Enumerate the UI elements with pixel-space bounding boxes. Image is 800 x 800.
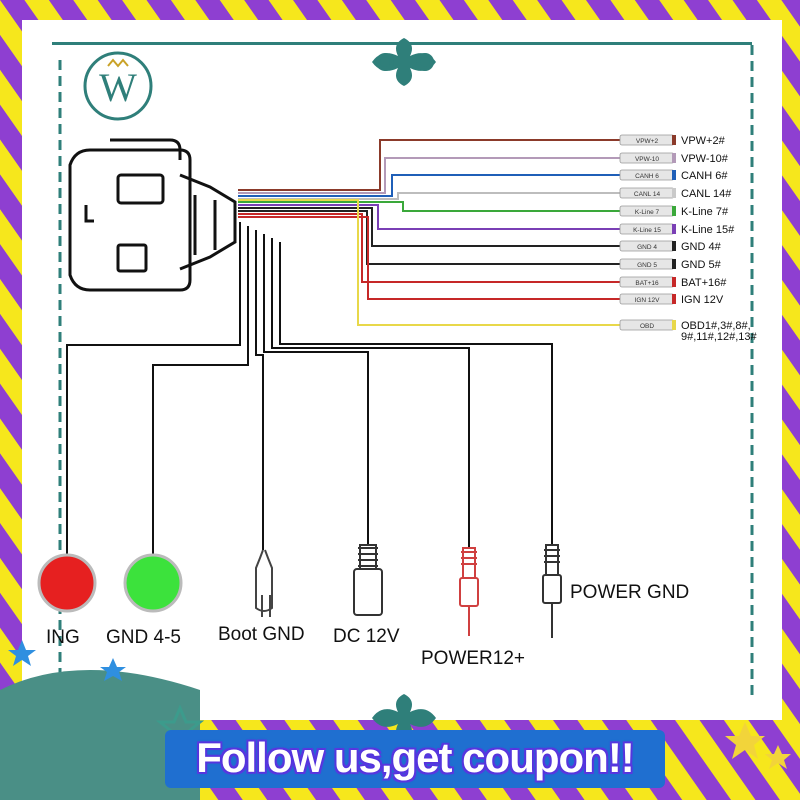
pin-label-text: GND 4# [681,241,722,253]
connector-label-ing: ING [46,627,80,648]
wire-color-swatch [672,320,676,330]
dc-12v-jack [353,544,383,616]
wire [152,226,249,555]
bottom-ornament [372,694,436,742]
pin-label-text: BAT+16# [681,277,727,289]
pin-tag-text: IGN 12V [635,297,661,304]
coupon-banner-text: Follow us,get coupon!! [196,734,635,781]
wire [255,230,264,550]
top-ornament [372,38,436,86]
logo: W [83,51,153,121]
pin-label-text: GND 5# [681,259,722,271]
pin-label-row: K-Line 7 K-Line 7# [619,205,729,218]
wire [238,174,620,197]
wire-color-swatch [672,206,676,216]
pin-label-row: IGN 12V IGN 12V [619,293,724,306]
connector-label-gnd-4-5: GND 4-5 [106,627,181,648]
pin-label-text: VPW-10# [681,153,729,165]
wire [238,199,620,326]
wire-color-swatch [672,135,676,145]
wire [238,207,620,247]
wire-color-swatch [672,277,676,287]
pin-label-row: BAT+16 BAT+16# [619,276,727,289]
wire-color-swatch [672,259,676,269]
pin-label-text: CANL 14# [681,188,732,200]
pin-label-text: CANH 6# [681,170,728,182]
wire-color-swatch [672,188,676,198]
pin-tag-text: K-Line 7 [635,209,660,216]
connector-label-power12-plus: POWER12+ [421,648,525,669]
wire [279,242,553,545]
pin-label-row: CANL 14 CANL 14# [619,187,732,200]
pin-label-row: GND 5 GND 5# [619,258,722,271]
pin-label-text: K-Line 7# [681,206,729,218]
gnd-4-5-connector-indicator [123,553,183,613]
pin-label-text-line2: 9#,11#,12#,13# [681,331,758,343]
logo-letter: W [99,65,137,110]
pin-tag-text: CANL 14 [634,191,661,198]
wire-color-swatch [672,153,676,163]
wire-color-swatch [672,224,676,234]
wire [238,201,620,212]
wire [238,213,620,283]
connector-label-boot-gnd: Boot GND [218,624,305,645]
wire-color-swatch [672,241,676,251]
pin-label-text: OBD1#,3#,8#, [681,320,751,332]
wire [66,222,241,555]
pin-tag-text: VPW+2 [636,138,659,145]
wire [238,216,620,300]
wire [238,210,620,265]
pin-tag-text: GND 5 [637,262,657,269]
pin-label-row: VPW-10 VPW-10# [619,152,729,165]
pin-label-text: K-Line 15# [681,224,735,236]
wire-bundle [66,139,620,555]
connector-label-power-gnd: POWER GND [570,582,689,603]
pin-tag-text: K-Line 15 [633,227,661,234]
power-gnd-pin [542,544,562,638]
wire-color-swatch [672,294,676,304]
pin-label-text: IGN 12V [681,294,724,306]
wire [263,234,369,545]
pin-tag-text: VPW-10 [635,156,659,163]
power12-plus-pin [459,547,479,636]
banner-background [165,730,665,788]
pin-tag-text: CANH 6 [635,173,659,180]
obd-connector [68,138,237,292]
pin-label-row: K-Line 15 K-Line 15# [619,223,735,236]
star-icon [8,640,126,681]
wire [271,238,470,548]
pin-tag-text: OBD [640,323,654,330]
wire [238,204,620,230]
pin-label-row: CANH 6 CANH 6# [619,169,728,182]
pin-label-row: GND 4 GND 4# [619,240,722,253]
wire [238,139,620,191]
wire-color-swatch [672,170,676,180]
wire [238,157,620,194]
boot-gnd-alligator-clip [255,549,273,617]
pin-label-row: VPW+2 VPW+2# [619,134,726,147]
star-icon [725,722,791,769]
pin-label-row: OBD OBD1#,3#,8#,9#,11#,12#,13# [619,319,758,343]
ing-connector-indicator [37,553,97,613]
pin-tag-text: GND 4 [637,244,657,251]
pin-label-text: VPW+2# [681,135,726,147]
pin-tag-text: BAT+16 [635,280,659,287]
connector-label-dc-12v: DC 12V [333,626,400,647]
